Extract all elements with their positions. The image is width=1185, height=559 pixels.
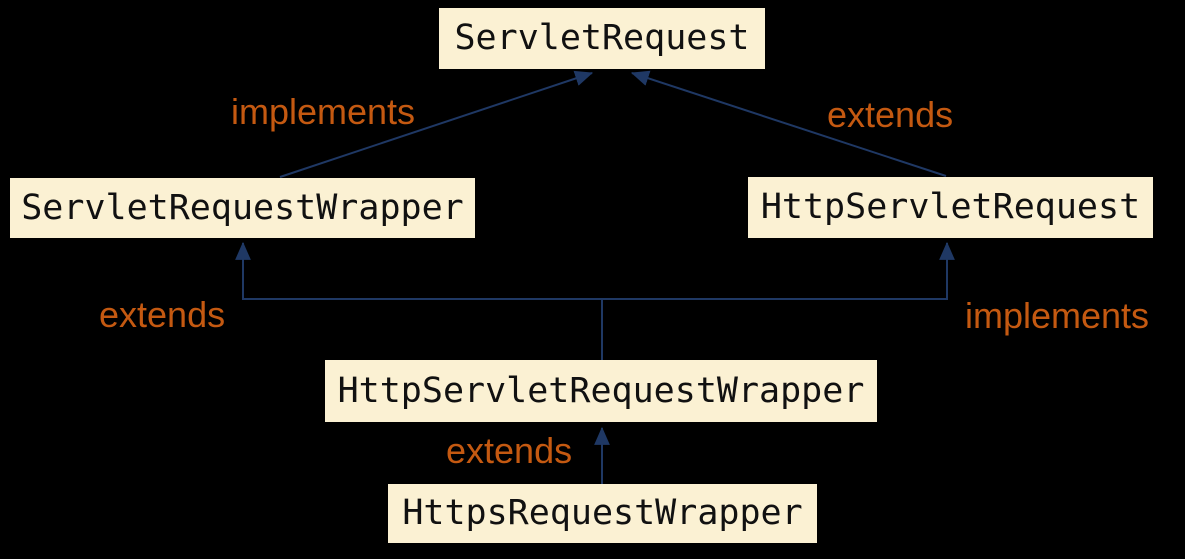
edge-extends-servletrequest-arrow (630, 70, 947, 177)
node-http-servlet-request-wrapper: HttpServletRequestWrapper (325, 360, 877, 422)
node-servlet-request: ServletRequest (439, 8, 765, 69)
edge-label-implements-mid-right: implements (965, 295, 1150, 336)
node-https-request-wrapper: HttpsRequestWrapper (388, 484, 817, 543)
edge-label-extends-bottom: extends (446, 430, 573, 471)
edge-implements-httpservletrequest-arrow (601, 241, 955, 360)
node-http-servlet-request: HttpServletRequest (748, 177, 1153, 238)
edge-label-extends-mid-left: extends (99, 294, 226, 335)
edge-extends-servletrequestwrapper-arrow (235, 241, 603, 360)
edge-label-extends-right: extends (827, 94, 954, 135)
edge-label-implements-left: implements (231, 91, 416, 132)
edge-implements-servletrequest-arrow (279, 70, 594, 178)
node-servlet-request-wrapper: ServletRequestWrapper (10, 178, 475, 238)
